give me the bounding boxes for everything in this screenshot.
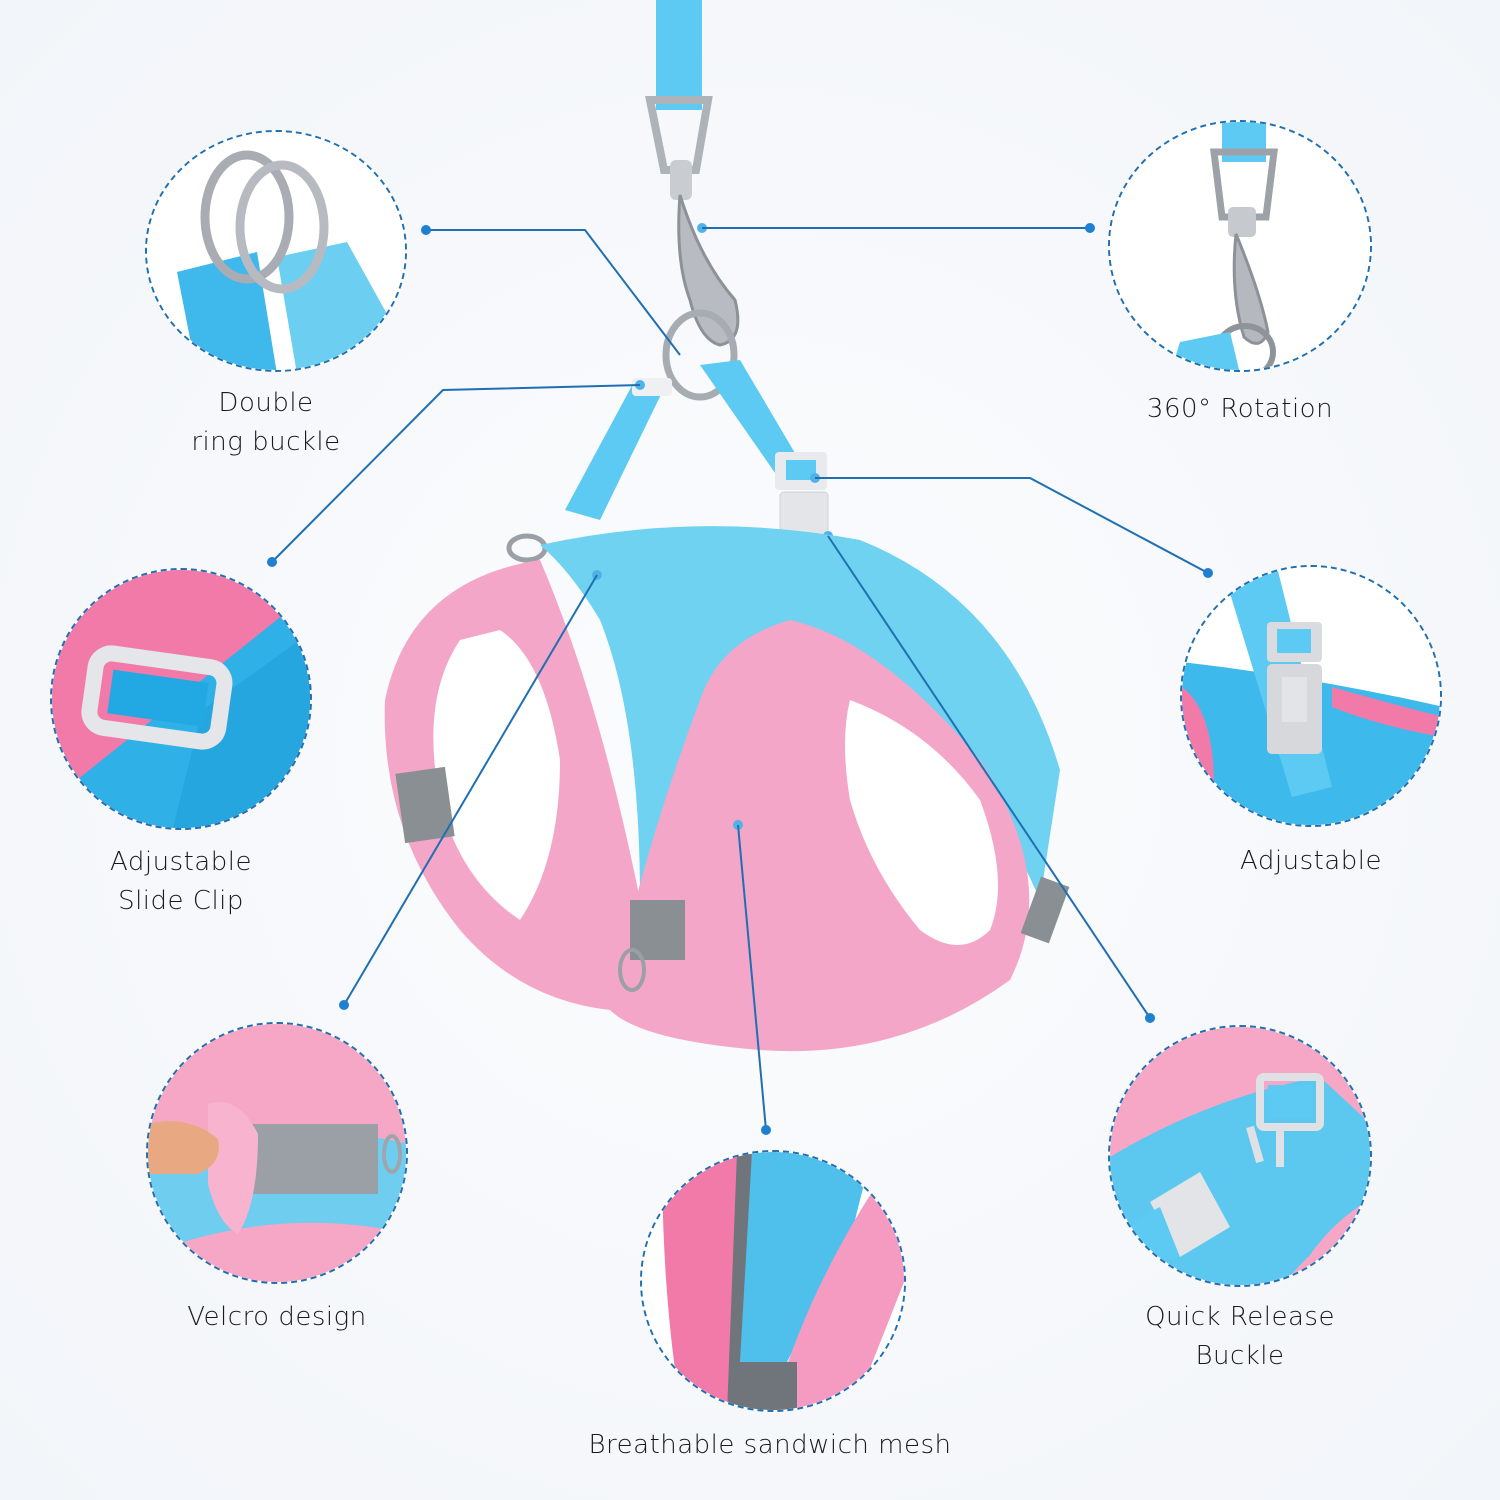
- label-line-1: Double: [218, 388, 314, 418]
- detail-circle-double-ring: [145, 130, 407, 372]
- slide-clip-icon: [52, 570, 310, 828]
- feature-label: Adjustable: [1180, 842, 1442, 881]
- detail-circle-mesh: [640, 1150, 906, 1412]
- label-line-1: Adjustable: [1240, 846, 1382, 876]
- feature-label: Velcro design: [146, 1298, 408, 1337]
- detail-circle-slide-clip: [50, 568, 312, 830]
- feature-label: Quick Release Buckle: [1108, 1298, 1372, 1376]
- detail-circle-rotation: [1108, 120, 1372, 372]
- quick-release-buckle-icon: [1110, 1027, 1370, 1285]
- feature-label: Breathable sandwich mesh: [520, 1426, 1020, 1465]
- label-line-1: 360° Rotation: [1146, 394, 1334, 424]
- label-line-1: Adjustable: [110, 847, 252, 877]
- double-ring-icon: [147, 132, 405, 370]
- label-line-1: Velcro design: [187, 1302, 367, 1332]
- detail-circle-adjustable: [1180, 565, 1442, 827]
- label-line-1: Quick Release: [1145, 1302, 1335, 1332]
- label-line-1: Breathable sandwich mesh: [588, 1430, 952, 1460]
- mesh-icon: [642, 1152, 904, 1410]
- detail-circle-velcro: [146, 1022, 408, 1284]
- detail-circle-quick-release: [1108, 1025, 1372, 1287]
- label-line-2: ring buckle: [191, 427, 341, 457]
- feature-label: 360° Rotation: [1108, 390, 1372, 429]
- feature-label: Adjustable Slide Clip: [50, 843, 312, 921]
- label-line-2: Buckle: [1195, 1341, 1285, 1371]
- label-line-2: Slide Clip: [118, 886, 244, 916]
- swivel-hook-icon: [1110, 122, 1370, 370]
- velcro-icon: [148, 1024, 406, 1282]
- adjustable-buckle-icon: [1182, 567, 1440, 825]
- feature-label: Double ring buckle: [145, 384, 387, 462]
